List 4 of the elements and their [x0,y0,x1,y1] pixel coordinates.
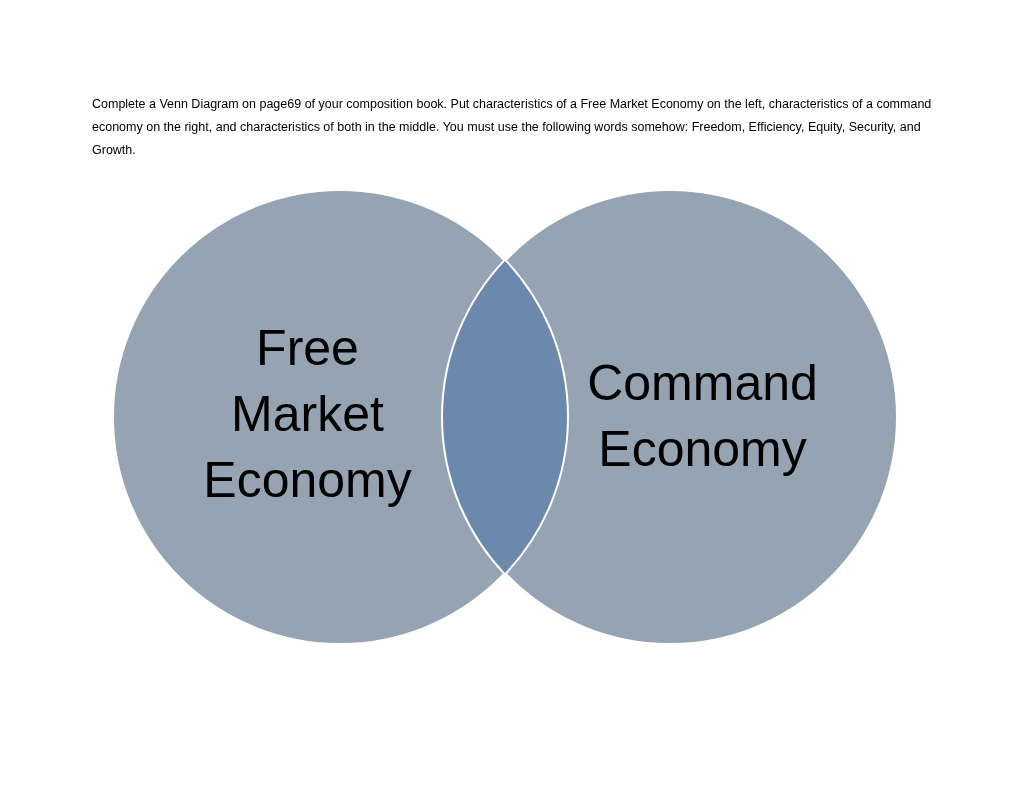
overlap-region [441,258,569,576]
instruction-text: Complete a Venn Diagram on page69 of your composition book. Put characteristics of a Free Market Economy on the left, characteristics of a command economy on the right, and characteristics of both in the middle. You must use the following words somehow: Freedom, Efficiency, Equity, Security, and Growth. [92,96,932,159]
circle-label: Free Market Economy [202,319,413,510]
circle-label: Command Economy [586,354,819,479]
